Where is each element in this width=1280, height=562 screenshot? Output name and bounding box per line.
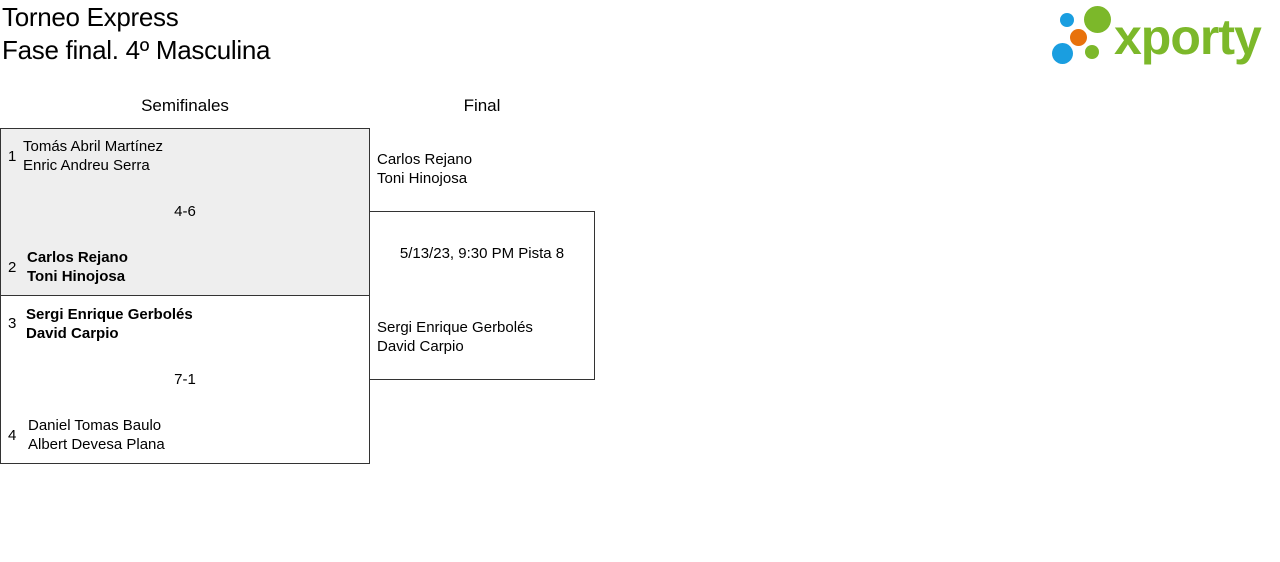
logo-text: xporty <box>1114 9 1262 65</box>
final-team1-player: Toni Hinojosa <box>377 170 468 187</box>
match-score: 7-1 <box>174 371 196 388</box>
seed-number: 2 <box>8 259 17 276</box>
final-match[interactable]: 5/13/23, 9:30 PM Pista 8 Sergi Enrique G… <box>369 211 595 380</box>
winner-player: David Carpio <box>26 325 119 342</box>
logo-dot-icon <box>1085 45 1099 59</box>
final-team2-player: David Carpio <box>377 338 464 355</box>
logo-dot-icon <box>1070 29 1087 46</box>
winner-player: Sergi Enrique Gerbolés <box>26 306 193 323</box>
seed-number: 4 <box>8 427 17 444</box>
phase-title: Fase final. 4º Masculina <box>2 35 271 65</box>
final-team1-player: Carlos Rejano <box>377 151 473 168</box>
team-player: Enric Andreu Serra <box>23 157 150 174</box>
seed-number: 3 <box>8 315 17 332</box>
round-header-semifinals: Semifinales <box>141 96 229 115</box>
logo-dot-icon <box>1052 43 1073 64</box>
semifinal-match-1[interactable]: 1 Tomás Abril Martínez Enric Andreu Serr… <box>0 128 370 296</box>
match-score: 4-6 <box>174 203 196 220</box>
tournament-title: Torneo Express <box>2 2 179 32</box>
round-header-final: Final <box>463 96 501 115</box>
logo-dot-icon <box>1060 13 1074 27</box>
match-schedule: 5/13/23, 9:30 PM Pista 8 <box>399 245 565 262</box>
team-player: Albert Devesa Plana <box>28 436 165 453</box>
winner-player: Carlos Rejano <box>27 249 128 266</box>
team-player: Tomás Abril Martínez <box>23 138 164 155</box>
team-player: Daniel Tomas Baulo <box>28 417 162 434</box>
winner-player: Toni Hinojosa <box>27 268 126 285</box>
logo-dot-icon <box>1084 6 1111 33</box>
semifinal-match-2[interactable]: 3 Sergi Enrique Gerbolés David Carpio 7-… <box>0 295 370 464</box>
final-team2-player: Sergi Enrique Gerbolés <box>377 319 533 336</box>
seed-number: 1 <box>8 148 17 165</box>
